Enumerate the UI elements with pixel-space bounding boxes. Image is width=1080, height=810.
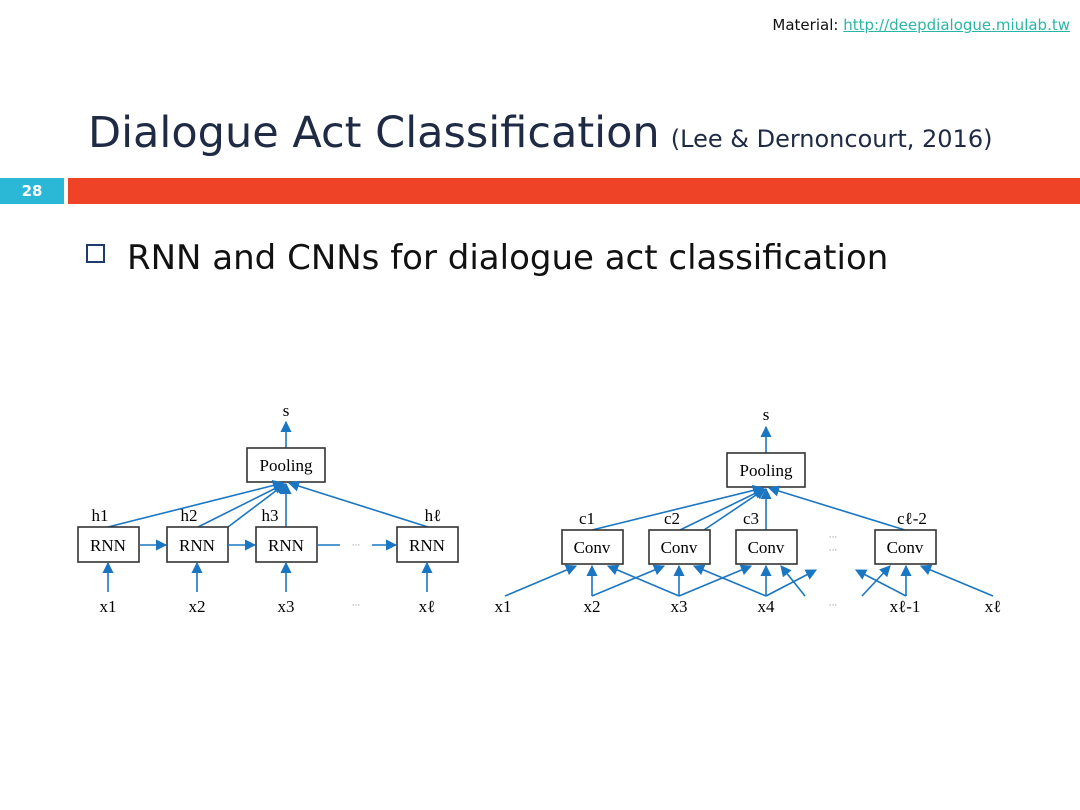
rnn-ellipsis-mid: ··· [352, 541, 361, 551]
rnn-input-label-l: xℓ [419, 597, 436, 616]
cnn-feature-label-2: c2 [664, 509, 680, 528]
slide-number: 28 [0, 178, 64, 204]
material-label: Material: [772, 16, 839, 34]
rnn-input-label-1: x1 [100, 597, 117, 616]
cnn-ellipsis-input: ··· [829, 601, 838, 611]
cnn-pooling-box [726, 452, 806, 488]
rnn-hidden-label-1: h1 [92, 506, 109, 525]
rnn-output-label: s [283, 401, 290, 420]
cnn-input-label-1: x1 [495, 597, 512, 616]
rnn-input-label-3: x3 [278, 597, 295, 616]
conv-cell-3 [735, 529, 798, 565]
rnn-cell-2-label: RNN [179, 536, 215, 555]
conv-cell-2-label: Conv [661, 538, 698, 557]
rnn-ellipsis-input: ··· [352, 601, 361, 611]
conv-cell-1 [561, 529, 624, 565]
cnn-diagram: s Pooling c1 c2 c3 cℓ-2 Conv Conv Conv ·… [495, 405, 1002, 616]
cnn-input-label-4: x4 [758, 597, 776, 616]
cnn-input-label-l: xℓ [985, 597, 1002, 616]
material-link[interactable]: http://deepdialogue.miulab.tw [843, 16, 1070, 34]
rnn-cell-3-label: RNN [268, 536, 304, 555]
rnn-diagram: s Pooling h1 h2 h3 hℓ RNN RNN RNN RNN ··… [77, 401, 459, 616]
rnn-hidden-label-l: hℓ [425, 506, 442, 525]
cnn-input-label-2: x2 [584, 597, 601, 616]
bullet-item: RNN and CNNs for dialogue act classifica… [86, 238, 888, 278]
square-bullet-icon [86, 244, 105, 263]
cnn-ellipsis-upper: ··· [829, 533, 838, 543]
cnn-ellipsis-lower: ··· [829, 546, 838, 556]
material-source: Material: http://deepdialogue.miulab.tw [772, 16, 1070, 34]
conv-cell-3-label: Conv [748, 538, 785, 557]
conv-cell-l [874, 529, 937, 565]
cnn-feature-label-1: c1 [579, 509, 595, 528]
rnn-pooling-box [246, 447, 326, 483]
rnn-cell-2 [166, 526, 229, 563]
rnn-cell-1-label: RNN [90, 536, 126, 555]
conv-cell-2 [648, 529, 711, 565]
rnn-pooling-label: Pooling [260, 456, 313, 475]
rnn-cell-l-label: RNN [409, 536, 445, 555]
conv-cell-1-label: Conv [574, 538, 611, 557]
cnn-feature-label-l: cℓ-2 [897, 509, 927, 528]
rnn-hidden-label-2: h2 [181, 506, 198, 525]
title-accent-bar [68, 178, 1080, 204]
rnn-hidden-label-3: h3 [262, 506, 279, 525]
slide-title: Dialogue Act Classification (Lee & Derno… [88, 108, 992, 158]
rnn-input-label-2: x2 [189, 597, 206, 616]
conv-cell-l-label: Conv [887, 538, 924, 557]
bullet-text: RNN and CNNs for dialogue act classifica… [127, 238, 889, 278]
cnn-feature-label-3: c3 [743, 509, 759, 528]
cnn-pooling-label: Pooling [740, 461, 793, 480]
title-main: Dialogue Act Classification [88, 108, 660, 158]
cnn-output-label: s [763, 405, 770, 424]
title-citation: (Lee & Dernoncourt, 2016) [670, 125, 993, 153]
cnn-input-label-l-1: xℓ-1 [890, 597, 921, 616]
cnn-input-label-3: x3 [671, 597, 688, 616]
